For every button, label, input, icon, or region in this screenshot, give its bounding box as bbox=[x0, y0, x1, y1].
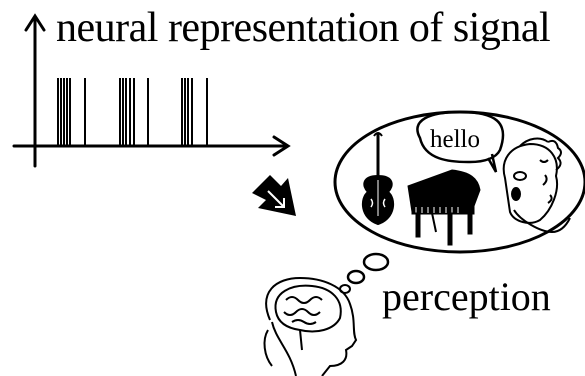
perception-caption: perception bbox=[382, 274, 551, 319]
spike-train bbox=[57, 78, 208, 146]
speaking-person-icon bbox=[502, 137, 571, 234]
diagram-title: neural representation of signal bbox=[56, 5, 551, 51]
thought-bubble-dot-medium bbox=[346, 269, 366, 285]
speech-balloon bbox=[416, 110, 505, 173]
thought-bubble-dot-large bbox=[362, 252, 390, 272]
grand-piano-icon bbox=[407, 169, 481, 246]
brain-head-icon bbox=[263, 276, 358, 376]
up-arrow-icon bbox=[24, 13, 46, 168]
speech-text: hello bbox=[430, 126, 480, 153]
down-right-arrow-icon bbox=[252, 175, 296, 216]
right-arrow-icon bbox=[12, 135, 291, 157]
violin-icon bbox=[361, 132, 395, 226]
